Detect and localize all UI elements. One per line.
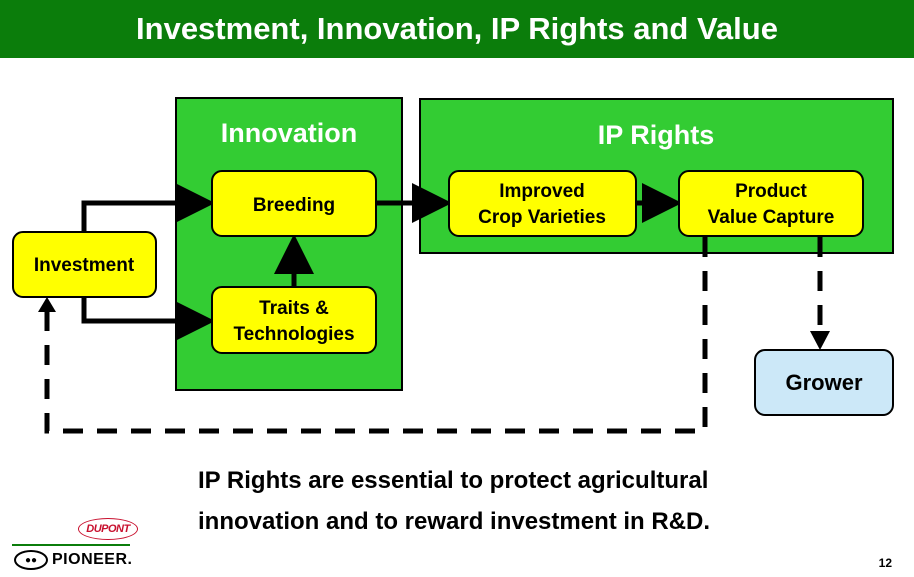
- traits-node: [211, 286, 377, 354]
- product-value-label-line2: Value Capture: [708, 207, 835, 228]
- improved-varieties-label-line1: Improved: [499, 181, 585, 202]
- innovation-group-label: Innovation: [221, 118, 358, 148]
- breeding-node-label: Breeding: [253, 195, 335, 216]
- page-number: 12: [878, 556, 892, 570]
- dupont-logo: DUPONT: [78, 518, 138, 540]
- logo-divider: [12, 544, 130, 546]
- grower-node-label: Grower: [785, 370, 862, 395]
- dashed-arrow-head-investment: [38, 297, 56, 312]
- investment-node: [12, 231, 157, 298]
- slide-title: Investment, Innovation, IP Rights and Va…: [0, 0, 914, 58]
- improved-varieties-node: [448, 170, 637, 237]
- pioneer-seed-icon: ●●: [14, 550, 48, 570]
- dashed-arrow-product-to-investment: [44, 237, 708, 434]
- improved-varieties-label-line2: Crop Varieties: [478, 207, 606, 228]
- pioneer-logo: ●● PIONEER.: [14, 550, 132, 570]
- grower-node: [754, 349, 894, 416]
- investment-node-label: Investment: [34, 255, 135, 276]
- breeding-node: [211, 170, 377, 237]
- dashed-arrow-head-grower: [810, 331, 830, 350]
- product-value-label-line1: Product: [735, 181, 807, 202]
- caption-line-1: IP Rights are essential to protect agric…: [198, 467, 709, 494]
- pioneer-logo-text: PIONEER.: [52, 551, 133, 568]
- ip-rights-group-label: IP Rights: [598, 120, 715, 150]
- product-value-node: [678, 170, 864, 237]
- traits-node-label-line1: Traits &: [259, 298, 329, 319]
- traits-node-label-line2: Technologies: [233, 324, 354, 345]
- caption: IP Rights are essential to protect agric…: [198, 460, 838, 542]
- arrow-investment-to-breeding: [81, 183, 215, 232]
- caption-line-2: innovation and to reward investment in R…: [198, 508, 711, 535]
- arrow-investment-to-traits: [81, 297, 215, 341]
